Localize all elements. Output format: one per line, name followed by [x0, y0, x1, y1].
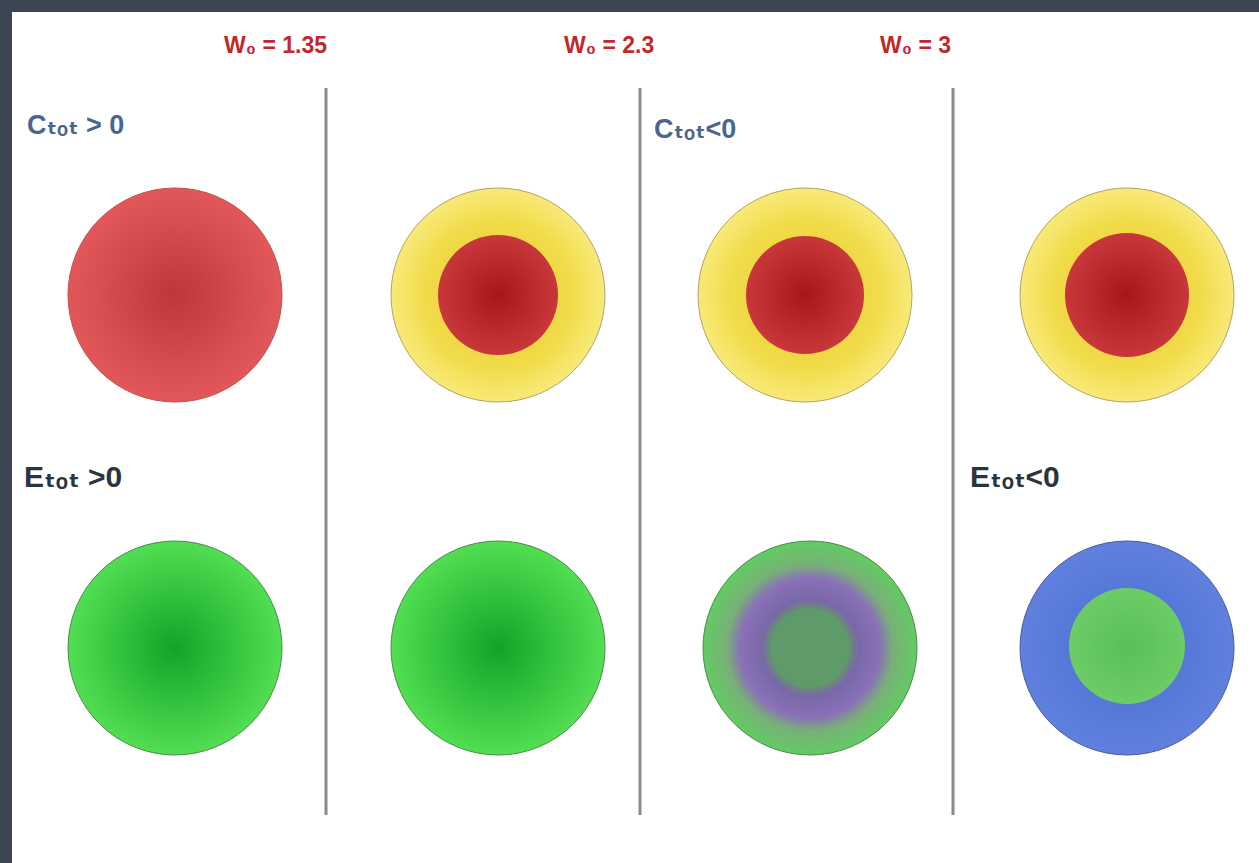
e-circles	[68, 541, 1234, 755]
condition-label: Cₜₒₜ<0	[654, 114, 736, 144]
parameter-label-box: W₀ = 2.3	[564, 34, 654, 57]
frame-top	[0, 0, 1259, 12]
parameter-label: W₀ = 2.3	[564, 32, 654, 58]
divider-lines	[326, 88, 953, 815]
frame-left	[0, 0, 12, 863]
c-circles	[68, 188, 1234, 402]
condition-label-box: Cₜₒₜ > 0	[27, 112, 124, 139]
condition-label: Eₜₒₜ >0	[24, 460, 122, 493]
condition-label: Cₜₒₜ > 0	[27, 110, 124, 140]
condition-label-box: Cₜₒₜ<0	[654, 116, 736, 143]
condition-label-box: Eₜₒₜ<0	[970, 462, 1060, 492]
parameter-label: W₀ = 3	[880, 32, 951, 58]
parameter-label-box: W₀ = 1.35	[224, 34, 327, 57]
parameter-label-box: W₀ = 3	[880, 34, 951, 57]
parameter-label: W₀ = 1.35	[224, 32, 327, 58]
condition-label: Eₜₒₜ<0	[970, 460, 1060, 493]
condition-label-box: Eₜₒₜ >0	[24, 462, 122, 492]
